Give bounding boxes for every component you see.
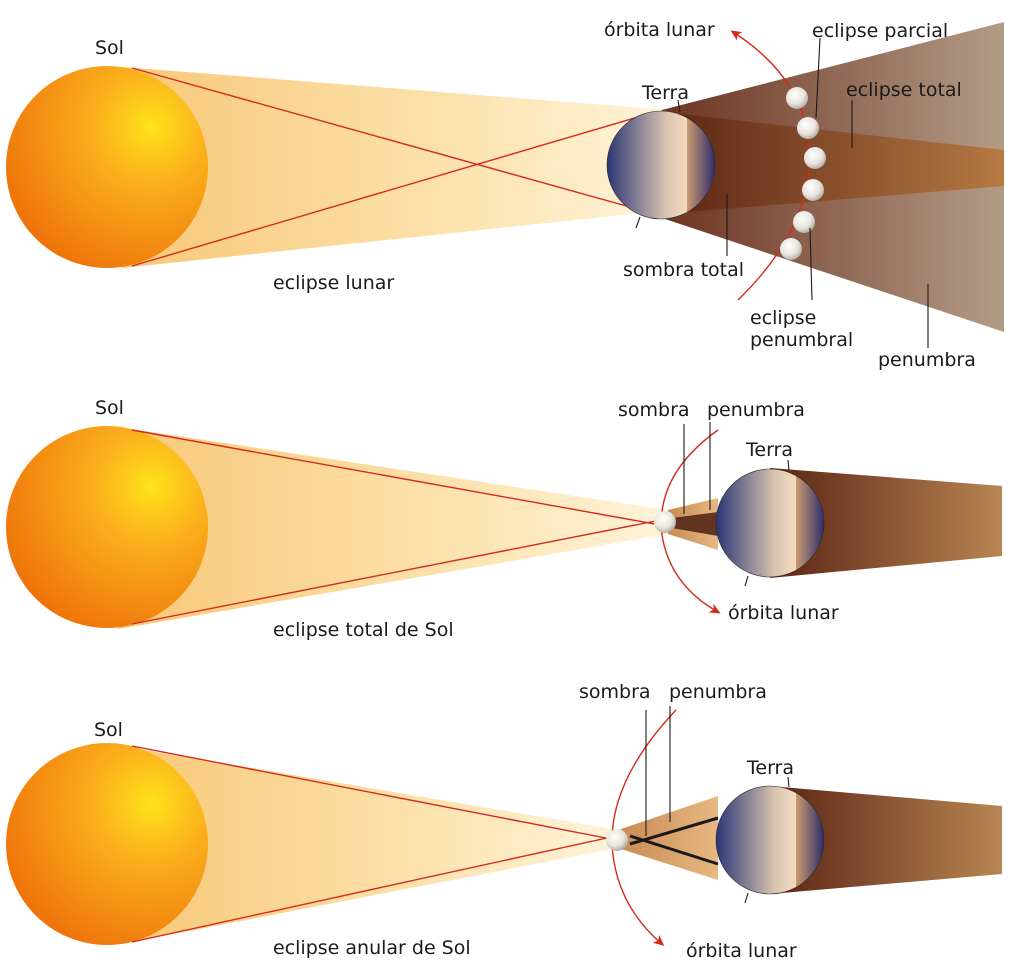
- penumbra-label: penumbra: [878, 349, 976, 371]
- penumbral-eclipse-label-2: penumbral: [750, 329, 853, 351]
- annular-umbra-line-2: [629, 816, 719, 846]
- annular-light-beam: [122, 746, 618, 944]
- moon-5: [793, 211, 815, 233]
- moon-4: [802, 179, 824, 201]
- total-moon: [654, 511, 676, 533]
- total-earth-label: Terra: [745, 439, 793, 461]
- moon-2: [797, 117, 819, 139]
- annular-eclipse-panel: [6, 706, 1002, 946]
- total-eclipse-label: eclipse total: [846, 79, 962, 101]
- total-umbra-cone: [672, 512, 718, 536]
- annular-sun: [6, 743, 208, 945]
- lunar-earth-label: Terra: [641, 82, 689, 104]
- lunar-light-beam: [122, 67, 670, 268]
- moon-1: [786, 87, 808, 109]
- total-title: eclipse total de Sol: [273, 619, 454, 641]
- total-sun-label: Sol: [95, 397, 124, 419]
- annular-ray-bottom: [131, 835, 617, 943]
- penumbral-eclipse-label-1: eclipse: [750, 307, 816, 329]
- total-orbit-arc: [660, 429, 721, 614]
- annular-earth-label: Terra: [746, 757, 794, 779]
- lunar-eclipse-panel: [6, 22, 1004, 348]
- moon-3: [804, 147, 826, 169]
- annular-earth: [715, 785, 825, 895]
- annular-earth-shadow: [770, 786, 1002, 894]
- total-earth-shadow: [770, 468, 1002, 578]
- annular-penumbra-label: penumbra: [669, 681, 767, 703]
- lunar-ray-top: [131, 67, 656, 215]
- annular-moon: [606, 829, 628, 851]
- lunar-title: eclipse lunar: [273, 272, 394, 294]
- total-sun: [6, 426, 208, 628]
- total-ray-top: [131, 429, 667, 527]
- annular-ray-top: [131, 745, 617, 841]
- total-penumbra-label: penumbra: [707, 399, 805, 421]
- annular-penumbra-cone: [618, 796, 718, 880]
- lunar-sun-label: Sol: [95, 37, 124, 59]
- total-solar-eclipse-panel: [6, 422, 1002, 629]
- lunar-earth: [606, 110, 716, 220]
- partial-eclipse-label: eclipse parcial: [812, 20, 948, 42]
- annular-title: eclipse anular de Sol: [273, 937, 471, 959]
- umbra-label: sombra total: [623, 259, 744, 281]
- lunar-sun: [6, 66, 208, 268]
- total-ray-bottom: [131, 518, 667, 625]
- total-light-beam: [118, 427, 668, 629]
- lunar-umbra: [662, 112, 1004, 214]
- total-earth: [715, 468, 825, 578]
- annular-sun-label: Sol: [94, 719, 123, 741]
- lunar-orbit-label: órbita lunar: [604, 19, 715, 41]
- moon-6: [780, 238, 802, 260]
- total-umbra-label: sombra: [618, 399, 690, 421]
- annular-orbit-label: órbita lunar: [686, 940, 797, 962]
- total-orbit-label: órbita lunar: [728, 602, 839, 624]
- annular-umbra-label: sombra: [579, 681, 651, 703]
- lunar-ray-bottom: [131, 111, 656, 267]
